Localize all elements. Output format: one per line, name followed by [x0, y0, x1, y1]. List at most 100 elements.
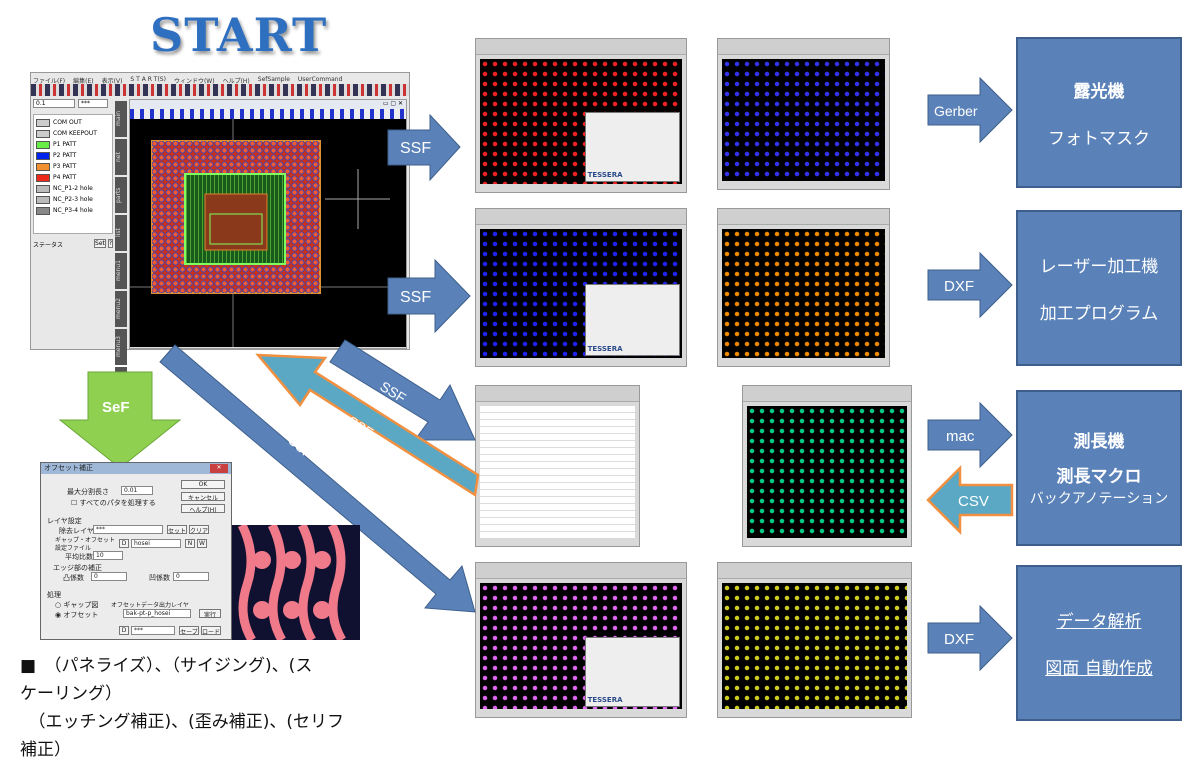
ssf-label: SSF: [377, 378, 409, 406]
window-controls[interactable]: ▭ ▢ ✕: [130, 100, 406, 109]
offset-pattern-image: [232, 525, 360, 640]
set-button[interactable]: Set: [94, 239, 106, 248]
layer-list: COM OUT COM KEEPOUT P1 PATT P2 PATT P3 PATT P…: [33, 114, 113, 234]
layer-name: NC_P3-4 hole: [53, 207, 93, 214]
save-button[interactable]: セーブ: [179, 626, 199, 636]
offset-radio[interactable]: ◉ オフセット: [55, 611, 99, 619]
n-button[interactable]: N: [185, 539, 195, 548]
screenshot-canvas: [722, 583, 907, 709]
side-tab-menu1[interactable]: menu1: [115, 253, 127, 289]
layer-item[interactable]: NC_P3-4 hole: [36, 205, 110, 216]
layer-color-swatch[interactable]: [36, 195, 50, 204]
menu-help[interactable]: ヘルプ(H): [222, 78, 250, 85]
dialog-popup: TESSERA: [584, 284, 680, 356]
w-button[interactable]: W: [197, 539, 207, 548]
menu-start[interactable]: S T A R T(S): [130, 76, 166, 83]
clear-button[interactable]: クリア: [189, 525, 209, 535]
layer-item[interactable]: COM KEEPOUT: [36, 128, 110, 139]
screenshot-measure-dots: [742, 385, 912, 547]
layer-item[interactable]: P3 PATT: [36, 161, 110, 172]
menu-file[interactable]: ファイル(F): [33, 78, 66, 85]
screenshot-toolbar: [476, 563, 686, 579]
tessera-logo: TESSERA: [587, 696, 623, 704]
cancel-button[interactable]: キャンセル: [181, 492, 225, 502]
screenshot-red-dots: TESSERA: [475, 38, 687, 193]
layer-name: P1 PATT: [53, 141, 77, 148]
layer-name: COM OUT: [53, 119, 82, 126]
data-analysis-link[interactable]: データ解析: [1056, 612, 1142, 632]
layer-color-swatch[interactable]: [36, 206, 50, 215]
gerber-label: Gerber: [934, 103, 978, 119]
screenshot-blue-dots: [717, 38, 890, 190]
output-layer-label: オフセットデータ出力レイヤ: [111, 602, 189, 609]
side-tab-net[interactable]: net: [115, 139, 127, 175]
screenshot-table: [475, 385, 640, 547]
side-tab-menu2[interactable]: menu2: [115, 291, 127, 327]
bottom-select[interactable]: ***: [131, 626, 175, 635]
load-button[interactable]: ロード: [201, 626, 221, 636]
menu-view[interactable]: 表示(V): [101, 78, 123, 85]
set-button[interactable]: セット: [167, 525, 187, 535]
ok-button[interactable]: OK: [181, 480, 225, 489]
layer-color-swatch[interactable]: [36, 184, 50, 193]
concave-field[interactable]: 0: [173, 572, 209, 581]
drawing-auto-link[interactable]: 図面 自動作成: [1045, 659, 1153, 679]
layer-item[interactable]: NC_P2-3 hole: [36, 194, 110, 205]
gerber-arrow: Gerber: [927, 76, 1013, 144]
layer-color-swatch[interactable]: [36, 118, 50, 127]
d-button-bottom[interactable]: D: [119, 626, 129, 635]
output-layer-select[interactable]: bak-pt-p_hosei: [123, 609, 191, 618]
layer-color-swatch[interactable]: [36, 173, 50, 182]
side-tab-block[interactable]: block: [115, 367, 127, 403]
ssf-label: SSF: [285, 432, 316, 462]
d-button[interactable]: D: [119, 539, 129, 548]
layer-item[interactable]: COM OUT: [36, 117, 110, 128]
side-tab-list[interactable]: list: [115, 215, 127, 251]
side-tab-module[interactable]: module: [115, 405, 127, 441]
mac-arrow: mac: [927, 401, 1013, 469]
help-button[interactable]: ヘルプ(H): [181, 504, 225, 514]
dxf-arrow-2: DXF: [927, 604, 1013, 672]
gap-file-select[interactable]: hosei: [131, 539, 181, 548]
csv-arrow: CSV: [926, 464, 1014, 536]
side-tab-main[interactable]: main: [115, 101, 127, 137]
close-icon[interactable]: ✕: [210, 464, 228, 473]
target-layer-select[interactable]: ***: [93, 525, 163, 534]
drawing-toolbar[interactable]: [130, 109, 406, 119]
layer-color-swatch[interactable]: [36, 140, 50, 149]
menu-edit[interactable]: 編集(E): [73, 78, 94, 85]
menu-usercommand[interactable]: UserCommand: [297, 76, 343, 83]
side-tab-menu3[interactable]: menu3: [115, 329, 127, 365]
tessera-logo: TESSERA: [587, 171, 623, 179]
layer-item[interactable]: P4 PATT: [36, 172, 110, 183]
screenshot-yellow-dots: [717, 562, 912, 718]
box-title: レーザー加工機: [1039, 257, 1159, 277]
help-button[interactable]: ?: [107, 239, 113, 248]
layer-item[interactable]: P2 PATT: [36, 150, 110, 161]
toolbar[interactable]: [31, 84, 409, 96]
layer-color-swatch[interactable]: [36, 129, 50, 138]
layer-combo[interactable]: ***: [78, 99, 108, 108]
max-len-field[interactable]: 0.01: [121, 486, 153, 495]
menu-window[interactable]: ウィンドウ(W): [173, 78, 215, 85]
description-line: 補正）: [20, 740, 71, 760]
run-button[interactable]: 実行: [199, 609, 221, 619]
menu-sefsample[interactable]: SefSample: [257, 76, 290, 83]
layer-item[interactable]: NC_P1-2 hole: [36, 183, 110, 194]
dxf-arrow-1: DXF: [927, 251, 1013, 319]
box-title: 露光機: [1073, 81, 1125, 102]
layer-name: P3 PATT: [53, 163, 77, 170]
gap-radio[interactable]: ○ ギャップ図: [55, 601, 99, 609]
layer-color-swatch[interactable]: [36, 151, 50, 160]
grid-combo[interactable]: 0.1: [33, 99, 75, 108]
convex-field[interactable]: 0: [91, 572, 127, 581]
start-title: START: [150, 8, 328, 62]
all-patterns-checkbox[interactable]: ☐ すべてのパタを処理する: [71, 499, 156, 507]
screenshot-toolbar: [718, 563, 911, 579]
pcb-canvas[interactable]: [130, 119, 406, 347]
side-tab-parts[interactable]: parts: [115, 177, 127, 213]
layer-item[interactable]: P1 PATT: [36, 139, 110, 150]
avg-field[interactable]: 10: [93, 551, 123, 560]
layer-color-swatch[interactable]: [36, 162, 50, 171]
concave-label: 凹係数: [149, 574, 170, 582]
